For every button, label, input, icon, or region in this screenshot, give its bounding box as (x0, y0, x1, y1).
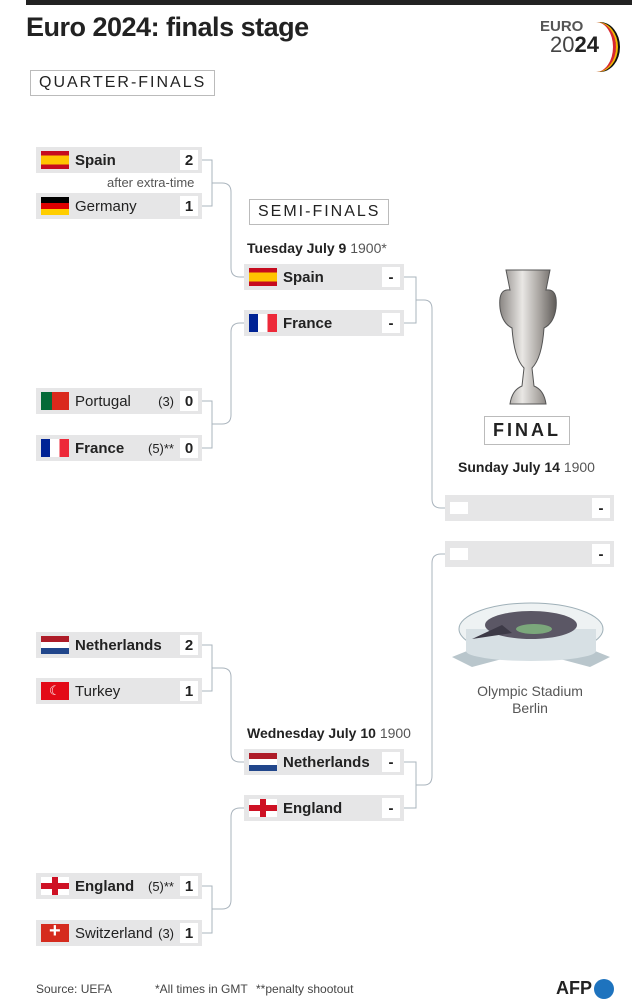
stadium-icon (452, 602, 610, 667)
team-name: Spain (283, 268, 324, 286)
final-score-1: - (592, 498, 610, 518)
team-name: Germany (75, 197, 137, 215)
team-name: France (75, 439, 125, 457)
qf-team-row: Portugal (3) 0 (36, 388, 202, 414)
final-label: FINAL (484, 416, 570, 445)
team-score: - (382, 313, 400, 333)
sf-team-row: Netherlands- (244, 749, 404, 775)
team-score: 1 (180, 923, 198, 943)
logo-text-2: 2024 (550, 32, 599, 57)
team-score: 2 (180, 150, 198, 170)
team-name: Spain (75, 151, 116, 169)
team-score: - (382, 267, 400, 287)
team-name: England (75, 877, 135, 895)
qf-team-row: Netherlands 2 (36, 632, 202, 658)
source: Source: UEFA (36, 982, 113, 996)
flag-icon (41, 920, 69, 943)
team-score: - (382, 798, 400, 818)
logo-arc (576, 22, 616, 72)
qf-team-row: Switzerland (3) 1 (36, 920, 202, 946)
qf-team-row: France (5)** 0 (36, 435, 202, 461)
gmt-note: *All times in GMT (155, 982, 248, 996)
flag-icon (249, 799, 277, 817)
team-name: Turkey (75, 682, 121, 700)
flag-icon (41, 392, 69, 410)
team-name: Portugal (75, 392, 131, 410)
euro-2024-logo: EURO 2024 (538, 18, 618, 72)
team-score: 1 (180, 196, 198, 216)
team-name: Netherlands (75, 636, 162, 654)
final-date: Sunday July 14 1900 (458, 459, 595, 475)
logo-text-1: EURO (540, 18, 584, 35)
sf-team-row: Spain - (244, 264, 404, 290)
qf-team-row: England (5)** 1 (36, 873, 202, 899)
placeholder-flag (450, 502, 468, 514)
team-score: 1 (180, 876, 198, 896)
flag-icon (41, 197, 69, 215)
qf-team-row: Turkey 1 (36, 678, 202, 704)
team-name: Switzerland (75, 924, 153, 942)
semi-finals-label: SEMI-FINALS (249, 199, 390, 225)
penalty-score: (5)** (147, 878, 174, 894)
flag-icon (41, 151, 69, 169)
penalty-score: (3) (158, 925, 174, 941)
qf-team-row: Germany 1 (36, 193, 202, 219)
team-score: 0 (180, 391, 198, 411)
team-name: France (283, 314, 333, 332)
trophy-icon (499, 269, 557, 405)
sf2-date: Wednesday July 10 1900 (247, 725, 411, 741)
final-team-2: - (445, 541, 614, 567)
team-name: Netherlands (283, 753, 370, 771)
flag-icon (41, 682, 69, 700)
final-score-2: - (592, 544, 610, 564)
quarter-finals-label: QUARTER-FINALS (30, 70, 216, 96)
top-bar (26, 0, 632, 5)
placeholder-flag (450, 548, 468, 560)
team-score: 0 (180, 438, 198, 458)
team-score: 1 (180, 681, 198, 701)
sf-team-row: England - (244, 795, 404, 821)
penalty-score: (3) (158, 393, 174, 409)
team-name: England (283, 799, 343, 817)
after-extra-time-note: after extra-time (107, 175, 195, 190)
flag-icon (249, 268, 277, 286)
final-team-1: - (445, 495, 614, 521)
qf-team-row: Spain 2 (36, 147, 202, 173)
flag-icon (41, 636, 69, 654)
sf-team-row: France - (244, 310, 404, 336)
flag-icon (249, 753, 277, 771)
page-title: Euro 2024: finals stage (26, 12, 309, 42)
flag-icon (41, 877, 69, 895)
penalty-score: (5)** (147, 440, 174, 456)
flag-icon (249, 314, 277, 332)
team-score: - (382, 752, 400, 772)
sf1-date: Tuesday July 9 1900* (247, 240, 387, 256)
flag-icon (41, 439, 69, 457)
afp-logo: AFP (556, 978, 614, 1000)
team-score: 2 (180, 635, 198, 655)
penalty-note: **penalty shootout (256, 982, 354, 996)
